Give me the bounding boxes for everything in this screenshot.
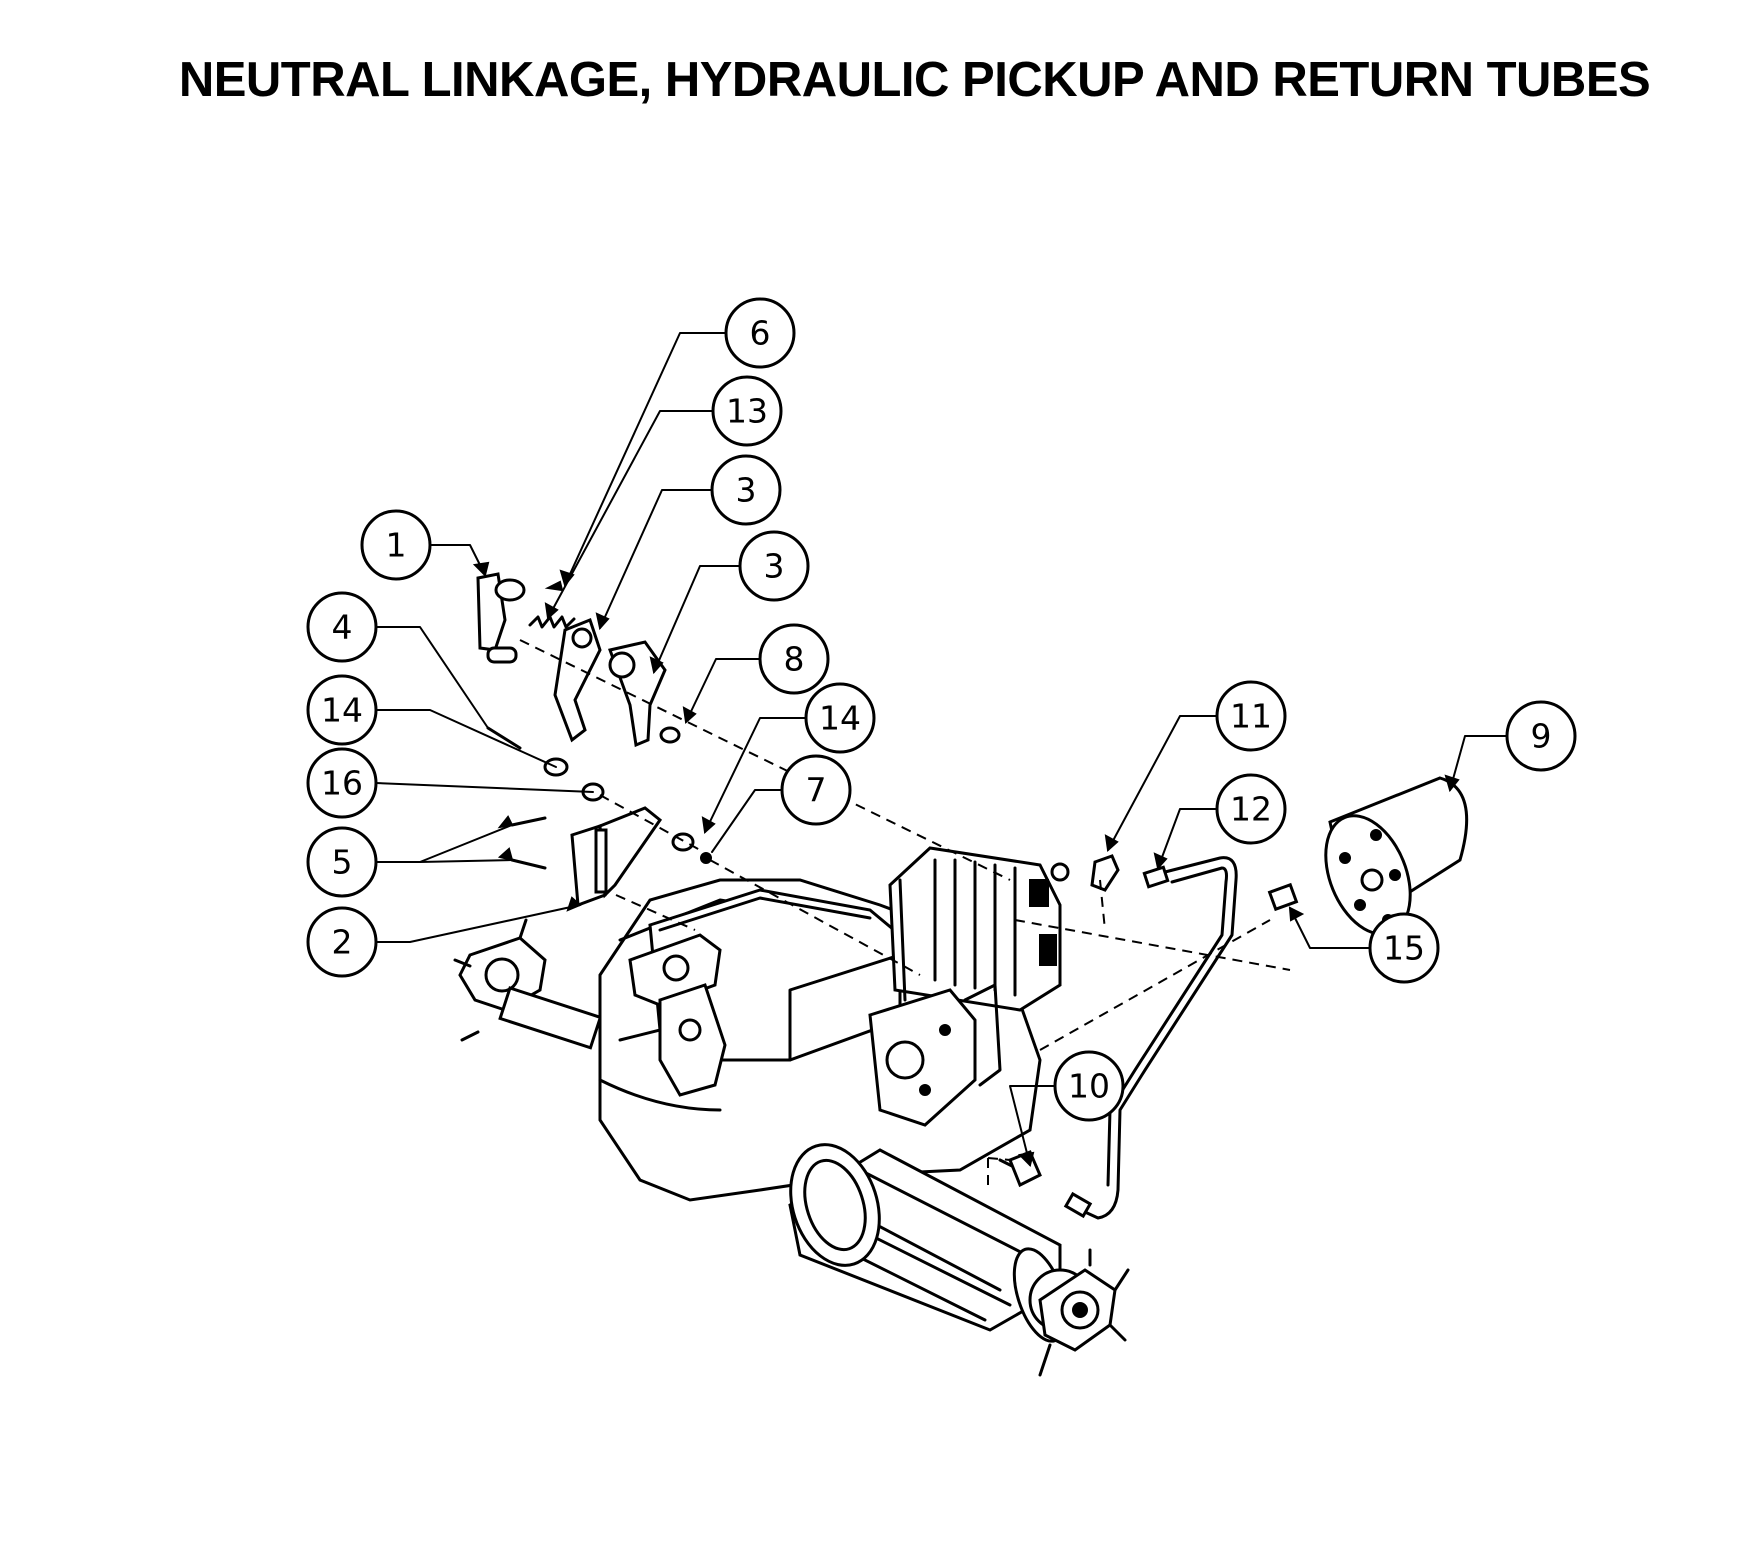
svg-text:14: 14 — [321, 691, 363, 730]
callout-14a: 14 — [306, 674, 378, 746]
svg-text:4: 4 — [332, 608, 353, 647]
bolt-part-5b — [510, 858, 547, 870]
control-plate — [868, 983, 1002, 1127]
callout-10: 10 — [1053, 1050, 1125, 1122]
svg-text:16: 16 — [321, 764, 363, 803]
right-wheel-hub — [1028, 1248, 1130, 1377]
callout-8: 8 — [758, 623, 830, 695]
callout-16: 16 — [306, 747, 378, 819]
svg-text:6: 6 — [750, 314, 771, 353]
bolt-part-4 — [486, 726, 522, 750]
svg-text:14: 14 — [819, 699, 861, 738]
neutral-linkage-parts — [476, 572, 712, 908]
callout-14b: 14 — [804, 682, 876, 754]
pump-block — [888, 846, 1070, 1012]
mounted-bracket — [628, 933, 727, 1097]
assembly-dash-lines — [519, 639, 1291, 1185]
right-axle-tube — [788, 1143, 1068, 1343]
clip-part-6 — [544, 580, 564, 592]
callout-13: 13 — [711, 375, 783, 447]
tube-end-fitting — [1063, 1191, 1093, 1219]
leader-lines — [375, 332, 1508, 1167]
link-plate-part-3a — [553, 618, 602, 743]
callout-1: 1 — [360, 509, 432, 581]
diagram-title: NEUTRAL LINKAGE, HYDRAULIC PICKUP AND RE… — [178, 53, 1651, 107]
callout-5: 5 — [306, 826, 378, 898]
left-wheel-hub — [453, 918, 603, 1050]
washer-part-8 — [659, 726, 681, 744]
callout-7: 7 — [780, 754, 852, 826]
callout-4: 4 — [306, 591, 378, 663]
callout-12: 12 — [1215, 773, 1287, 845]
elbow-fitting-part-11 — [1090, 854, 1120, 892]
transaxle-assembly — [453, 846, 1130, 1377]
svg-text:1: 1 — [386, 526, 407, 565]
callout-3b: 3 — [738, 530, 810, 602]
callout-9: 9 — [1505, 700, 1577, 772]
callout-15: 15 — [1368, 912, 1440, 984]
return-tube — [1083, 856, 1238, 1220]
svg-text:15: 15 — [1383, 929, 1425, 968]
bolt-part-7 — [700, 852, 712, 864]
svg-text:5: 5 — [332, 843, 353, 882]
svg-text:2: 2 — [332, 923, 353, 962]
svg-text:3: 3 — [736, 471, 757, 510]
svg-text:13: 13 — [726, 392, 768, 431]
svg-text:7: 7 — [806, 771, 827, 810]
callout-bubbles: 6 13 3 3 1 8 4 14 — [306, 297, 1577, 1122]
spring-part-13 — [528, 615, 576, 629]
callout-2: 2 — [306, 906, 378, 978]
svg-text:3: 3 — [764, 547, 785, 586]
callout-6: 6 — [724, 297, 796, 369]
tube-nut-part-12 — [1142, 865, 1170, 889]
svg-text:10: 10 — [1068, 1067, 1110, 1106]
callout-11: 11 — [1215, 680, 1287, 752]
svg-text:9: 9 — [1531, 717, 1552, 756]
svg-text:11: 11 — [1230, 697, 1272, 736]
callout-3a: 3 — [710, 454, 782, 526]
fitting-part-15 — [1267, 882, 1299, 912]
bolt-part-5a — [510, 816, 547, 827]
svg-text:8: 8 — [784, 640, 805, 679]
svg-text:12: 12 — [1230, 790, 1272, 829]
hydraulic-tubes — [998, 776, 1469, 1220]
